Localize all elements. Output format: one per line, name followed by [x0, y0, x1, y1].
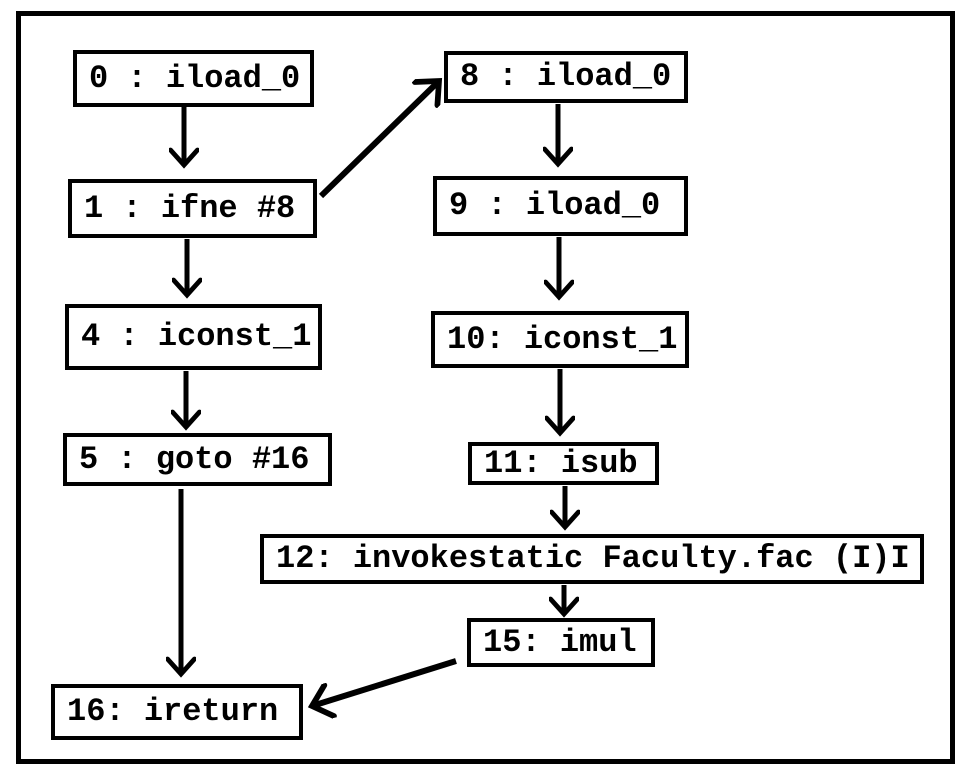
edge-1-8-arrow — [318, 81, 439, 199]
node-4-iconst_1: 4 : iconst_1 — [65, 304, 322, 370]
edge-15-16-arrow — [312, 658, 457, 706]
node-15-imul: 15: imul — [467, 618, 655, 667]
node-1-ifne: 1 : ifne #8 — [68, 179, 317, 238]
node-9-iload_0: 9 : iload_0 — [433, 176, 688, 236]
node-0-iload_0: 0 : iload_0 — [73, 50, 314, 107]
node-11-isub: 11: isub — [468, 442, 659, 485]
node-12-invokestatic: 12: invokestatic Faculty.fac (I)I — [260, 534, 924, 584]
node-16-ireturn: 16: ireturn — [51, 684, 303, 740]
node-10-iconst_1: 10: iconst_1 — [431, 311, 689, 368]
node-5-goto: 5 : goto #16 — [63, 433, 332, 486]
node-8-iload_0: 8 : iload_0 — [444, 51, 688, 103]
diagram-border — [16, 11, 955, 764]
